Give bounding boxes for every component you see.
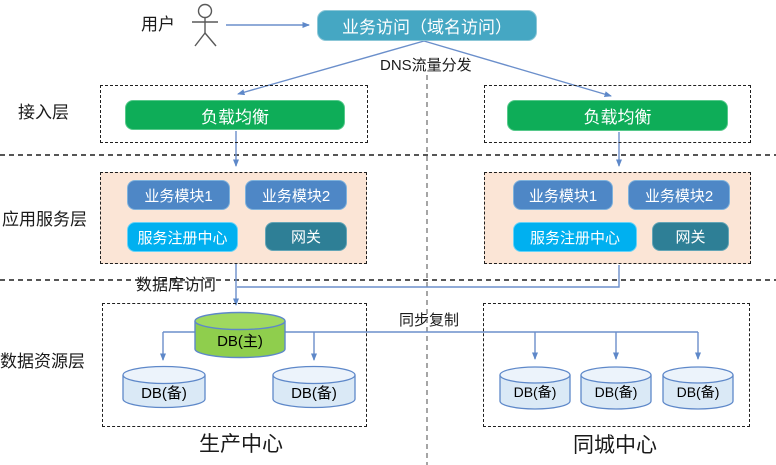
module2-label: 业务模块2	[261, 187, 331, 205]
app-layer-label: 应用服务层	[2, 210, 87, 229]
registry-left-box: 服务注册中心	[127, 222, 238, 252]
backup-db-cylinder-icon	[272, 365, 356, 409]
user-label: 用户	[141, 15, 175, 34]
module2-right-box: 业务模块2	[628, 180, 730, 210]
arrow-entry-to-right-lb	[423, 40, 612, 98]
backup-db-label: DB(备)	[513, 384, 557, 400]
module2-left-box: 业务模块2	[245, 180, 347, 210]
sync-replication-label: 同步复制	[399, 312, 460, 329]
module1-label: 业务模块1	[528, 187, 598, 205]
registry-right-box: 服务注册中心	[513, 222, 637, 252]
load-balancer-left-box: 负载均衡	[125, 100, 345, 130]
primary-db-cylinder-icon	[194, 311, 286, 359]
db-access-label: 数据库访问	[136, 277, 217, 294]
primary-db-label: DB(主)	[217, 333, 263, 350]
load-balancer-right-box: 负载均衡	[507, 100, 728, 131]
gateway-label: 网关	[290, 229, 321, 246]
load-balancer-label: 负载均衡	[583, 108, 652, 127]
backup-db-label: DB(备)	[676, 384, 720, 400]
user-actor-icon	[192, 3, 218, 47]
module1-label: 业务模块1	[144, 187, 213, 205]
backup-db-label: DB(备)	[594, 384, 638, 400]
registry-label: 服务注册中心	[529, 229, 620, 247]
backup-db-cylinder-icon	[122, 365, 206, 409]
same-city-center-label: 同城中心	[573, 433, 657, 457]
backup-db-cylinder-icon	[499, 366, 571, 410]
entry-access-label: 业务访问（域名访问）	[342, 18, 512, 37]
gateway-label: 网关	[675, 229, 706, 246]
data-layer-left-region	[102, 303, 367, 427]
entry-access-box: 业务访问（域名访问）	[317, 10, 537, 41]
module1-right-box: 业务模块1	[513, 180, 613, 210]
load-balancer-label: 负载均衡	[201, 107, 269, 127]
data-layer-label: 数据资源层	[0, 352, 85, 371]
access-layer-left-region	[100, 85, 368, 143]
backup-db-label: DB(备)	[141, 385, 187, 402]
backup-db-cylinder-icon	[662, 366, 734, 410]
production-center-label: 生产中心	[199, 432, 283, 456]
gateway-left-box: 网关	[265, 222, 347, 251]
dns-distribution-label: DNS流量分发	[380, 57, 472, 74]
backup-db-label: DB(备)	[291, 385, 337, 402]
access-layer-label: 接入层	[18, 103, 69, 122]
registry-label: 服务注册中心	[137, 229, 228, 247]
module1-left-box: 业务模块1	[127, 180, 230, 210]
connector-right-app-to-db	[237, 265, 620, 288]
backup-db-cylinder-icon	[580, 366, 652, 410]
gateway-right-box: 网关	[652, 222, 729, 251]
module2-label: 业务模块2	[644, 187, 714, 205]
access-layer-right-region	[484, 85, 751, 143]
data-layer-right-region	[483, 303, 750, 427]
